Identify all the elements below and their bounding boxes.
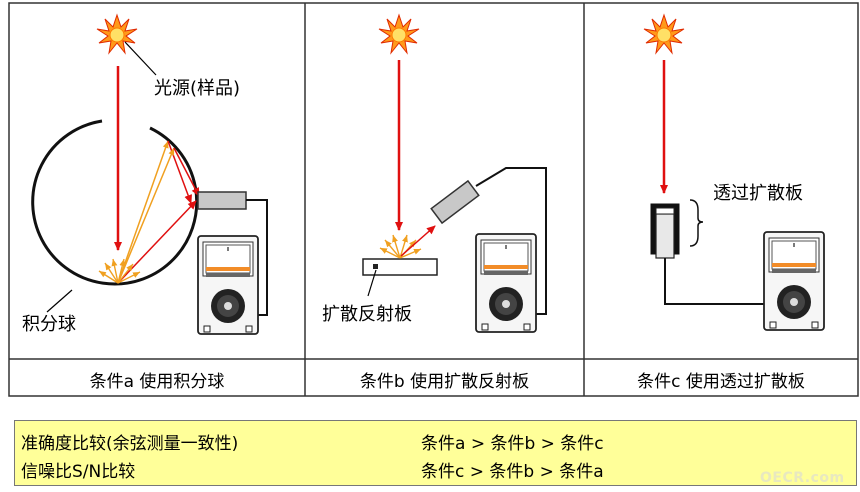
reflector-marker — [373, 264, 378, 269]
panels-frame — [8, 2, 859, 397]
spectrometer-icon — [197, 235, 259, 335]
caption-condition-a: 条件a 使用积分球 — [89, 372, 225, 392]
snr-metric-label: 信噪比S/N比较 — [21, 462, 136, 482]
caption-condition-b: 条件b 使用扩散反射板 — [359, 372, 530, 392]
scatter-ray — [117, 140, 169, 284]
integrating-sphere — [31, 119, 199, 286]
reflected-ray — [173, 147, 200, 197]
scatter-fan — [379, 234, 422, 259]
light-source-icon — [643, 14, 685, 54]
scatter-fan — [98, 258, 141, 284]
spectrometer-icon — [475, 233, 537, 333]
detector-port — [197, 191, 247, 210]
sphere-label: 积分球 — [22, 314, 76, 335]
snr-ranking: 条件c > 条件b > 条件a — [421, 462, 604, 482]
reflected-ray — [400, 225, 436, 257]
source-leader-line — [124, 41, 157, 76]
transmission-diffuser — [655, 213, 675, 259]
diffuser-bracket — [689, 199, 704, 247]
detector-cable — [664, 258, 768, 305]
panel-c: 透过扩散板 — [643, 14, 825, 331]
diffuse-reflector — [362, 258, 438, 276]
detector-probe — [430, 179, 480, 225]
diffuser-label: 透过扩散板 — [713, 183, 803, 204]
sphere-leader-line — [46, 289, 73, 313]
light-source-icon — [96, 14, 138, 54]
watermark: OECR.com — [760, 470, 845, 486]
accuracy-ranking: 条件a > 条件b > 条件c — [421, 434, 604, 454]
diffuser-window — [655, 207, 675, 215]
light-source-icon — [378, 14, 420, 54]
scatter-ray — [117, 147, 175, 284]
spectrometer-icon — [763, 231, 825, 331]
source-label: 光源(样品) — [154, 78, 240, 99]
detector-cable — [475, 167, 547, 315]
reflector-label: 扩散反射板 — [322, 304, 412, 325]
caption-condition-c: 条件c 使用透过扩散板 — [637, 372, 805, 392]
measurement-setup-diagram: 光源(样品) 积分球 — [8, 2, 859, 397]
comparison-summary: 准确度比较(余弦测量一致性) 条件a > 条件b > 条件c 信噪比S/N比较 … — [14, 420, 857, 486]
reflector-leader-line — [367, 269, 377, 297]
accuracy-metric-label: 准确度比较(余弦测量一致性) — [21, 434, 239, 454]
panel-b: 扩散反射板 — [322, 14, 547, 333]
panel-a: 光源(样品) 积分球 — [22, 14, 268, 335]
